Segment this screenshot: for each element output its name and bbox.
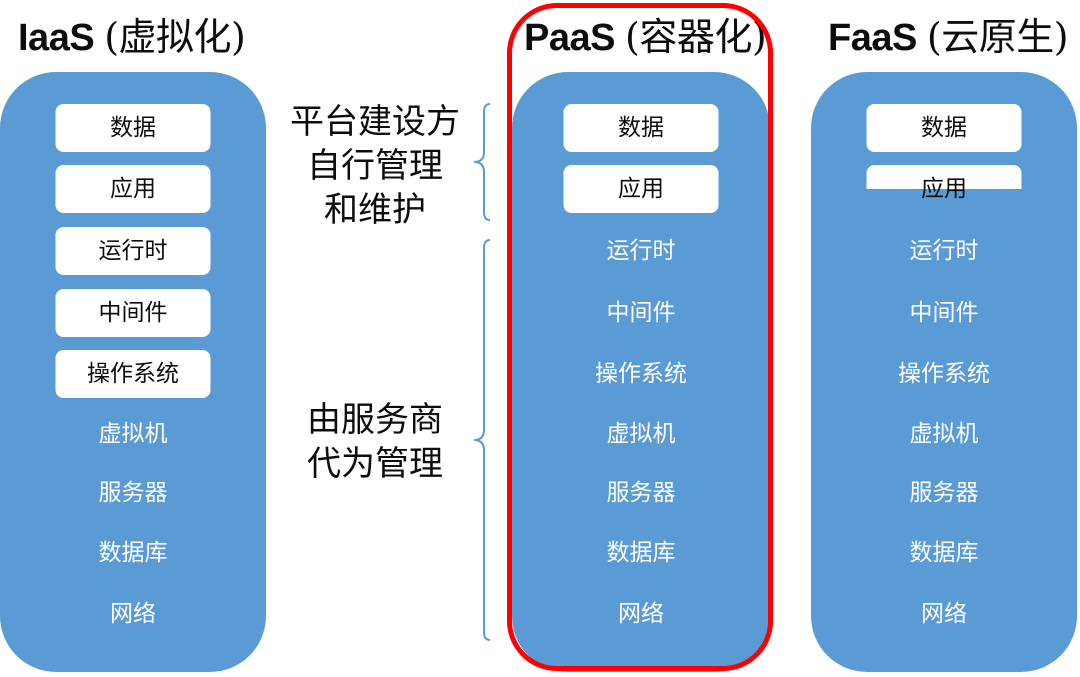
- layer-label: 数据库: [606, 540, 676, 566]
- layer-label: 网络: [618, 601, 664, 627]
- paas-layer-item: 运行时: [564, 227, 719, 275]
- iaas-layer-stack: 数据应用运行时中间件操作系统虚拟机服务器数据库网络: [0, 72, 266, 672]
- layer-label: 运行时: [606, 238, 676, 264]
- layer-label: 虚拟机: [98, 421, 168, 447]
- paas-layer-item: 数据库: [564, 529, 719, 577]
- self-managed-line: 自行管理: [307, 146, 443, 186]
- layer-label: 操作系统: [898, 361, 990, 387]
- layer-label: 数据: [921, 115, 967, 141]
- iaas-title-cjk: (虚拟化): [104, 15, 246, 59]
- layer-label: 操作系统: [595, 361, 687, 387]
- layer-label: 应用: [110, 176, 156, 202]
- provider-managed-brace: [473, 239, 491, 641]
- faas-title-cjk: (云原生): [926, 15, 1069, 59]
- iaas-layer-item: 数据: [55, 104, 211, 152]
- provider-managed-line: 代为管理: [307, 444, 443, 484]
- layer-label: 运行时: [98, 238, 168, 264]
- faas-title-latin: FaaS: [828, 17, 917, 59]
- paas-layer-item: 应用: [563, 165, 719, 213]
- paas-layer-item: 虚拟机: [564, 410, 719, 458]
- iaas-layer-item: 操作系统: [55, 350, 211, 398]
- paas-layer-item: 中间件: [564, 289, 719, 337]
- layer-label: 服务器: [98, 480, 168, 506]
- paas-highlight-frame: [507, 3, 773, 671]
- paas-layer-item: 操作系统: [564, 350, 719, 398]
- faas-layer-item: 网络: [867, 590, 1022, 638]
- faas-layer-item: 操作系统: [867, 350, 1022, 398]
- paas-layer-stack: 数据应用运行时中间件操作系统虚拟机服务器数据库网络: [512, 72, 770, 672]
- provider-managed-line: 由服务商: [307, 400, 443, 440]
- faas-title: FaaS (云原生): [828, 6, 1069, 61]
- faas-layer-item: 服务器: [867, 469, 1022, 517]
- layer-label: 应用: [921, 176, 967, 202]
- faas-layer-stack: 数据应用运行时中间件操作系统虚拟机服务器数据库网络: [811, 72, 1077, 672]
- layer-label: 虚拟机: [909, 421, 979, 447]
- layer-label: 数据库: [98, 540, 168, 566]
- faas-layer-item: 中间件: [867, 289, 1022, 337]
- layer-label: 网络: [921, 601, 967, 627]
- iaas-layer-item: 中间件: [55, 289, 211, 337]
- self-managed-brace: [473, 103, 491, 221]
- self-managed-line: 平台建设方: [290, 102, 460, 142]
- iaas-title-latin: IaaS: [18, 17, 95, 59]
- layer-label: 运行时: [909, 238, 979, 264]
- layer-label: 操作系统: [87, 361, 179, 387]
- iaas-layer-item: 网络: [56, 590, 211, 638]
- iaas-layer-item: 虚拟机: [56, 410, 211, 458]
- paas-layer-item: 服务器: [564, 469, 719, 517]
- faas-layer-item: 应用: [866, 165, 1022, 202]
- faas-layer-item: 数据: [866, 104, 1022, 152]
- iaas-layer-item: 运行时: [55, 227, 211, 275]
- layer-label: 数据库: [909, 540, 979, 566]
- iaas-layer-item: 应用: [55, 165, 211, 213]
- self-managed-line: 和维护: [324, 190, 426, 230]
- provider-managed-label: 由服务商 代为管理: [290, 398, 460, 486]
- faas-layer-item: 虚拟机: [867, 410, 1022, 458]
- layer-label: 服务器: [606, 480, 676, 506]
- layer-label: 数据: [618, 115, 664, 141]
- layer-label: 中间件: [909, 300, 979, 326]
- iaas-layer-item: 服务器: [56, 469, 211, 517]
- layer-label: 中间件: [606, 300, 676, 326]
- iaas-layer-item: 数据库: [56, 529, 211, 577]
- layer-label: 中间件: [98, 300, 168, 326]
- paas-layer-item: 数据: [563, 104, 719, 152]
- layer-label: 网络: [110, 601, 156, 627]
- paas-layer-item: 网络: [564, 590, 719, 638]
- layer-label: 服务器: [909, 480, 979, 506]
- layer-label: 数据: [110, 115, 156, 141]
- faas-layer-item: 运行时: [867, 227, 1022, 275]
- layer-label: 虚拟机: [606, 421, 676, 447]
- faas-layer-item: 数据库: [867, 529, 1022, 577]
- iaas-title: IaaS (虚拟化): [18, 6, 246, 61]
- self-managed-label: 平台建设方 自行管理 和维护: [282, 100, 468, 232]
- layer-label: 应用: [618, 176, 664, 202]
